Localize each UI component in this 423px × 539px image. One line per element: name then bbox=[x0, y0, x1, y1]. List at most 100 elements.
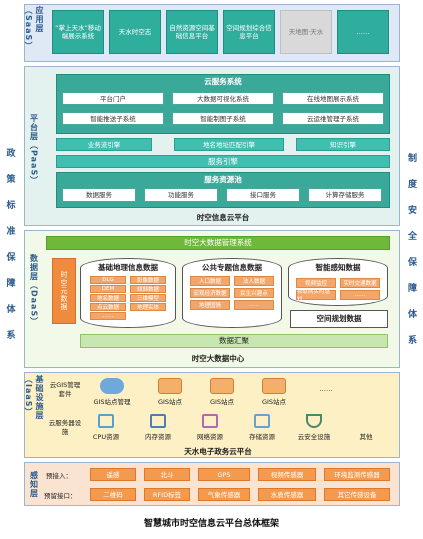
daas-layer-label: 数据层（DaaS） bbox=[29, 253, 39, 327]
right-security-column: 制度安全保障体系 bbox=[402, 140, 423, 360]
cloud-service-title: 云服务系统 bbox=[204, 77, 242, 86]
cloud-row2-item: 云运维管理子系统 bbox=[282, 112, 384, 125]
iot-item: 物联网实时感知 bbox=[296, 289, 336, 303]
right-side-char: 系 bbox=[407, 336, 417, 346]
sense-preaccess-item: 环境监测传感器 bbox=[324, 468, 390, 481]
basic-geo-title: 基础地理信息数据 bbox=[98, 263, 158, 272]
resource-label: CPU资源 bbox=[92, 433, 120, 441]
cloud-row1-item: 在线地图展示系统 bbox=[282, 92, 384, 105]
right-side-char: 保 bbox=[407, 258, 417, 268]
reserved-interface-label: 预留接口： bbox=[44, 492, 77, 500]
resource-label: 其他 bbox=[359, 433, 373, 441]
sense-reserved-item: RFID标签 bbox=[144, 488, 190, 501]
saas-layer-label: 应用层（SaaS） bbox=[24, 6, 44, 51]
gis-tool-label: GIS站点 bbox=[157, 398, 183, 406]
gis-site-icon bbox=[210, 378, 234, 394]
topic-item: 法人数据 bbox=[234, 276, 274, 286]
gis-mgmt-label: 云GIS管理套件 bbox=[49, 381, 81, 398]
right-side-char: 体 bbox=[407, 310, 417, 320]
topic-item: …… bbox=[234, 300, 274, 310]
left-side-char: 体 bbox=[6, 305, 16, 315]
service-box: 功能服务 bbox=[144, 188, 218, 202]
right-side-char: 度 bbox=[407, 180, 417, 190]
memory-icon bbox=[150, 414, 166, 428]
network-icon bbox=[202, 414, 218, 428]
engine-box: 地名地址匹配引擎 bbox=[174, 138, 284, 151]
left-side-char: 政 bbox=[6, 149, 16, 159]
cpu-icon bbox=[98, 414, 114, 428]
resource-label: 内存资源 bbox=[145, 433, 171, 441]
basic-geo-item: 倾斜数据 bbox=[130, 285, 166, 293]
topic-item: 民生兴趣点 bbox=[234, 288, 274, 298]
cloud-gis-icon bbox=[100, 378, 124, 394]
gis-tool-label: GIS站点 bbox=[261, 398, 287, 406]
cloud-resource-label: 云服务器设施 bbox=[48, 419, 82, 436]
sense-reserved-item: 气象传感器 bbox=[198, 488, 250, 501]
service-box: 计算存储服务 bbox=[308, 188, 382, 202]
resource-pool-title: 服务资源池 bbox=[204, 175, 242, 184]
gis-tool-label: …… bbox=[319, 385, 333, 393]
sense-preaccess-item: 北斗 bbox=[144, 468, 190, 481]
right-side-char: 障 bbox=[407, 284, 417, 294]
right-side-char: 制 bbox=[407, 154, 417, 164]
iot-item: 视频监控 bbox=[296, 278, 336, 288]
cloud-row2-item: 智能制图子系统 bbox=[172, 112, 274, 125]
basic-geo-item: 地理实体 bbox=[130, 303, 166, 311]
iot-title: 智能感知数据 bbox=[315, 263, 361, 272]
data-management-system: 时空大数据管理系统 bbox=[46, 236, 390, 250]
paas-layer-label: 平台层（PaaS） bbox=[29, 114, 39, 186]
pre-access-label: 预接入： bbox=[46, 472, 72, 480]
left-side-char: 准 bbox=[6, 227, 16, 237]
basic-geo-item: 点云数据 bbox=[90, 303, 126, 311]
security-shield-icon bbox=[306, 414, 322, 428]
right-side-char: 全 bbox=[407, 232, 417, 242]
engine-box: 知识引擎 bbox=[296, 138, 390, 151]
topic-title: 公共专题信息数据 bbox=[202, 263, 262, 272]
iot-item: …… bbox=[340, 290, 380, 300]
resource-label: 网络资源 bbox=[197, 433, 223, 441]
left-side-char: 标 bbox=[6, 201, 16, 211]
iot-item: 实时交通数据 bbox=[340, 278, 380, 288]
service-box: 接口服务 bbox=[226, 188, 300, 202]
cloud-row2-item: 智能推送子系统 bbox=[62, 112, 164, 125]
resource-label: 云安全设施 bbox=[297, 433, 331, 441]
saas-app-box: 天水时空志 bbox=[109, 10, 161, 54]
daas-caption: 时空大数据中心 bbox=[191, 354, 245, 363]
topic-item: 地理国情 bbox=[190, 300, 230, 310]
gis-site-icon bbox=[262, 378, 286, 394]
paas-caption: 时空信息云平台 bbox=[196, 213, 250, 222]
saas-app-box: …… bbox=[337, 10, 389, 54]
iaas-layer-label: 基础设施层（IaaS） bbox=[24, 375, 44, 420]
left-side-char: 系 bbox=[6, 331, 16, 341]
spatiotemporal-metadata: 时空元数据 bbox=[52, 258, 76, 324]
service-engine-bar: 服务引擎 bbox=[56, 155, 390, 168]
data-aggregation: 数据汇聚 bbox=[80, 334, 388, 348]
gis-tool-label: GIS站点管理 bbox=[93, 398, 131, 406]
left-side-char: 障 bbox=[6, 279, 16, 289]
resource-label: 存储资源 bbox=[249, 433, 275, 441]
basic-geo-item: …… bbox=[90, 312, 126, 320]
sense-layer-label: 感知层 bbox=[29, 470, 39, 498]
storage-icon bbox=[254, 414, 270, 428]
sense-reserved-item: 水质传感器 bbox=[258, 488, 316, 501]
sense-preaccess-item: GPS bbox=[198, 468, 250, 481]
basic-geo-item: 影像数据 bbox=[130, 276, 166, 284]
other-icon bbox=[358, 414, 374, 428]
left-policy-column: 政策标准保障体系 bbox=[0, 130, 22, 360]
saas-app-box: “掌上天水”移动端展示系统 bbox=[52, 10, 104, 54]
basic-geo-item: DLG bbox=[90, 276, 126, 284]
service-box: 数据服务 bbox=[62, 188, 136, 202]
basic-geo-item: DEM bbox=[90, 285, 126, 293]
cloud-row1-item: 大数据可视化系统 bbox=[172, 92, 274, 105]
iaas-caption: 天水电子政务云平台 bbox=[184, 447, 252, 456]
figure-caption: 智慧城市时空信息云平台总体框架 bbox=[143, 519, 279, 529]
sense-reserved-item: 其它传感设备 bbox=[324, 488, 390, 501]
sense-preaccess-item: 遥感 bbox=[90, 468, 136, 481]
planning-data: 空间规划数据 bbox=[290, 310, 388, 328]
left-side-char: 保 bbox=[6, 253, 16, 263]
topic-item: 人口数据 bbox=[190, 276, 230, 286]
sense-reserved-item: 二维码 bbox=[90, 488, 136, 501]
gis-site-icon bbox=[158, 378, 182, 394]
topic-item: 宏观经济数据 bbox=[190, 288, 230, 298]
gis-tool-label: GIS站点 bbox=[209, 398, 235, 406]
